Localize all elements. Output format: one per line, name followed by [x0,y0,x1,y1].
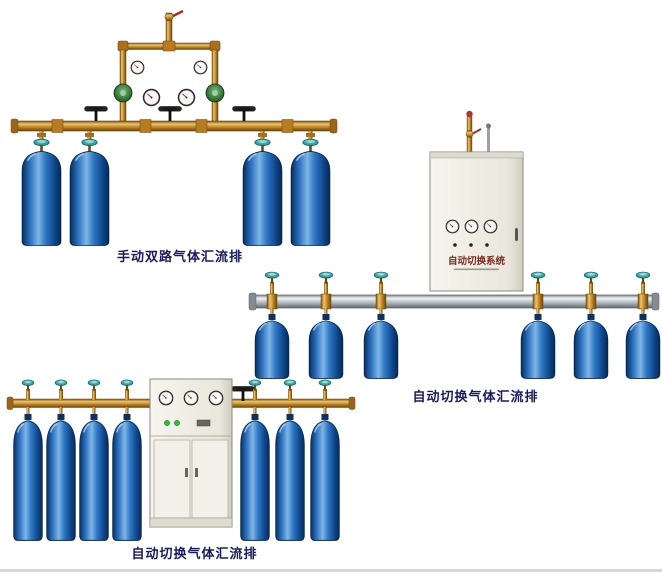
indicator-light [164,420,170,426]
gas-cylinder [363,320,399,380]
auto-switch-manifold-wall-illustration: 自动切换系统 [248,110,661,380]
cylinder-valve-icon [254,138,271,152]
ball-valve-body [465,130,474,138]
cabinet-door-handle [515,228,518,241]
valve-handwheel-icon [158,105,182,121]
station-valve-icon [583,271,599,284]
gas-cylinder [309,419,341,541]
pressure-gauge-icon [177,88,196,107]
gas-cylinder [239,419,271,541]
station-valve-icon [120,379,134,391]
rail-end-cap [248,292,257,311]
valve-handwheel-icon [232,105,256,121]
page-bottom-divider [0,569,662,572]
gas-cylinder [308,320,344,380]
indicator-light [174,420,180,426]
pipe-end-cap [329,118,338,134]
sensor-cap [486,123,491,129]
hex-fitting [195,119,208,133]
rail-end-cap [651,292,660,311]
elbow-fitting [209,40,221,52]
ball-valve-lever-icon [471,128,482,135]
gas-cylinder [111,419,143,541]
regulator-knob [212,90,218,96]
indicator-dot [453,243,457,247]
cabinet-door [153,439,191,519]
station-valve-icon [54,379,68,391]
gas-cylinder [21,150,62,246]
ball-valve-body [164,12,174,22]
station-valve-icon [87,379,101,391]
tee-fitting [162,40,176,52]
hex-fitting [139,119,152,133]
valve-handwheel-icon [84,105,108,121]
pressure-gauge-icon [208,390,224,406]
gas-cylinder [573,320,609,380]
station-valve-icon [264,271,280,284]
pressure-gauge-icon [193,60,208,75]
gas-cylinder [78,419,110,541]
indicator-dot [485,243,489,247]
manifold-pipe [11,398,153,408]
rail-stations [264,271,651,320]
gas-cylinder [69,150,110,246]
sensor-line [487,128,490,154]
station-valve-icon [318,271,334,284]
product-caption-manual-dual: 手动双路气体汇流排 [116,249,243,264]
cylinder-valve-icon [81,138,98,152]
cylinder-connections [33,131,319,152]
station-valve-icon [21,379,35,391]
auto-switch-manifold-floor-illustration [6,378,356,541]
elbow-fitting [117,40,129,52]
product-caption-auto-switch-wall: 自动切换气体汇流排 [412,389,539,404]
cylinder-valve-icon [302,138,319,152]
cabinet-door-handle [185,468,188,477]
cabinet-base [149,517,233,528]
control-cabinet [429,151,524,292]
pressure-gauge-icon [445,219,460,234]
pressure-gauge-icon [142,88,161,107]
pressure-gauge-icon [183,390,199,406]
cabinet-top-lip [429,151,524,159]
gas-cylinder [242,150,283,246]
pressure-gauge-icon [130,60,145,75]
cylinder-connections [24,407,329,420]
station-valve-icon [373,271,389,284]
pressure-gauge-icon [158,390,174,406]
gas-cylinder [254,320,290,380]
station-valve-icon [530,271,546,284]
gas-cylinder [274,419,306,541]
gas-cylinder [625,320,661,380]
pressure-gauge-icon [464,219,479,234]
product-caption-auto-switch-floor: 自动切换气体汇流排 [131,546,258,561]
gas-cylinder [520,320,556,380]
cabinet-panel-title: 自动切换系统 [448,255,506,267]
pressure-gauge-icon [483,219,498,234]
pipe-end-cap [6,396,14,410]
panel-switch [196,419,211,427]
pipe-end-cap [10,118,19,134]
manual-dual-manifold-illustration [10,9,338,246]
gas-cylinder [290,150,331,246]
pipe-cap [466,110,473,118]
gas-cylinder [12,419,44,541]
hex-fitting [281,119,294,133]
manifold-pipe [229,398,351,408]
cylinder-valve-icon [33,138,50,152]
station-valves [21,379,332,400]
cabinet-door-handle [195,468,198,477]
gas-cylinder [45,419,77,541]
station-valve-icon [635,271,651,284]
hex-fitting [51,119,64,133]
indicator-dot [469,243,473,247]
cabinet-door [191,439,229,519]
pipe-end-cap [348,396,356,410]
station-valve-icon [318,379,332,391]
station-valve-icon [283,379,297,391]
regulator-knob [120,90,126,96]
cabinet-panel-subtext-line [454,268,499,271]
